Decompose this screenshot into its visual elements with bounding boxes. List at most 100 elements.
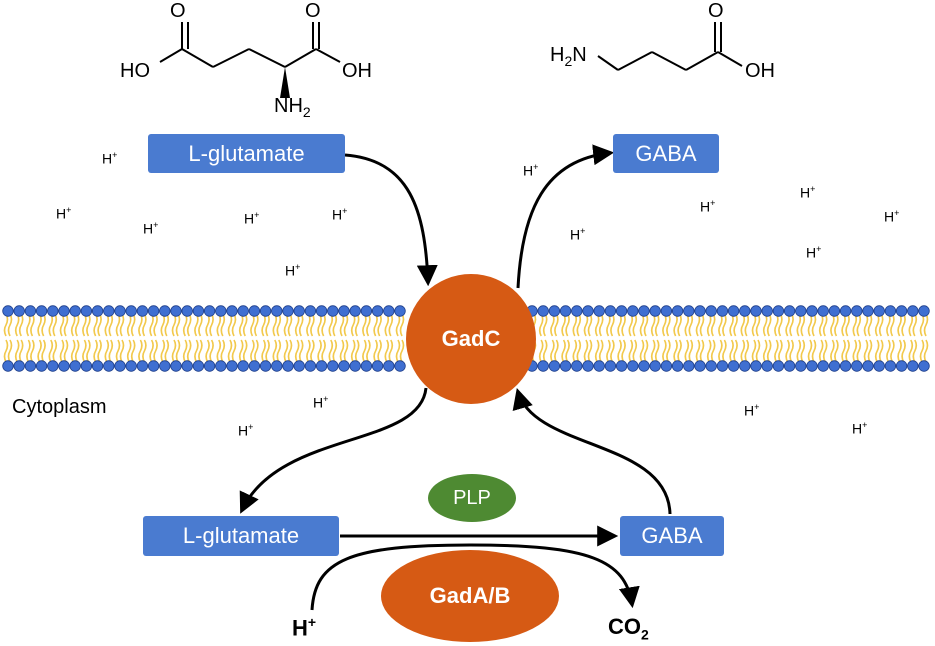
lipid-head	[147, 360, 160, 372]
lipid-head	[851, 360, 863, 372]
lipid-tail	[250, 339, 255, 363]
lipid-head	[638, 305, 650, 317]
lipid-tail	[227, 313, 233, 337]
lipid-tail	[231, 313, 237, 337]
lipid-tail	[706, 313, 712, 337]
lipid-tail	[822, 313, 828, 337]
lipid-tail	[654, 313, 660, 337]
lipid-tail	[643, 339, 649, 363]
lipid-head	[394, 360, 406, 372]
lipid-head	[571, 360, 583, 372]
lipid-tail	[565, 313, 570, 337]
lipid-tail	[59, 313, 65, 337]
lipid-head	[795, 360, 807, 372]
lipid-tail	[912, 339, 918, 363]
lipid-tail	[41, 339, 46, 363]
lipid-tail	[729, 313, 734, 337]
lipid-head	[806, 305, 818, 317]
gaba-oxygen: O	[708, 0, 724, 22]
lipid-tail	[789, 339, 794, 363]
lipid-head	[383, 360, 395, 372]
lipid-tail	[594, 313, 600, 337]
lipid-tail	[554, 339, 559, 363]
lipid-tail	[126, 339, 132, 363]
lipid-tail	[594, 339, 600, 363]
lipid-head	[360, 360, 373, 372]
lipid-head	[582, 360, 594, 372]
lipid-tail	[778, 313, 783, 337]
lipid-head	[918, 360, 930, 372]
proton-label: H+	[143, 220, 159, 237]
lipid-tail	[310, 313, 315, 337]
proton-label: H+	[56, 205, 72, 222]
lipid-tail	[194, 339, 199, 363]
lipid-tail	[238, 313, 244, 337]
lipid-tail	[621, 313, 626, 337]
lipid-tail	[317, 339, 322, 363]
lipid-tail	[666, 339, 671, 363]
lipid-tail	[306, 313, 311, 337]
lipid-head	[147, 305, 160, 317]
arrow-glutamate-into-gadc	[344, 153, 438, 287]
lipid-head	[371, 305, 384, 317]
lipid-head	[80, 305, 93, 317]
lipid-tail	[834, 313, 839, 337]
lipid-head	[282, 360, 294, 372]
proton-label: H+	[884, 208, 900, 225]
lipid-tail	[878, 313, 884, 337]
lipid-tail	[171, 339, 177, 363]
lipid-tail	[130, 339, 136, 363]
lipid-tail	[610, 339, 615, 363]
lipid-head	[716, 305, 729, 317]
lipid-tail	[628, 339, 634, 363]
lipid-tail	[583, 339, 589, 363]
lipid-tail	[550, 313, 555, 337]
lipid-tail	[254, 313, 259, 337]
lipid-tail	[317, 313, 322, 337]
cell-membrane	[2, 305, 930, 372]
lipid-tail	[153, 313, 158, 337]
lipid-head	[705, 360, 717, 372]
lipid-tail	[818, 339, 824, 363]
lipid-tail	[722, 313, 727, 337]
lipid-tail	[242, 313, 248, 337]
lipid-head	[582, 305, 594, 317]
lipid-tail	[373, 339, 378, 363]
lipid-head	[683, 360, 695, 372]
lipid-tail	[18, 313, 24, 337]
lipid-head	[772, 360, 785, 372]
lipid-tail	[7, 339, 13, 363]
lipid-tail	[587, 313, 593, 337]
lipid-tail	[138, 313, 143, 337]
lipid-head	[237, 305, 249, 317]
lipid-tail	[3, 339, 9, 363]
lipid-tail	[37, 339, 42, 363]
lipid-tail	[182, 339, 188, 363]
lipid-tail	[632, 313, 638, 337]
glutamate-structure	[159, 22, 341, 68]
lipid-tail	[74, 313, 80, 337]
lipid-head	[91, 305, 104, 317]
lipid-tail	[789, 313, 794, 337]
arrow-gadc-to-gaba-out	[516, 144, 615, 289]
lipid-tail	[572, 339, 578, 363]
lipid-head	[293, 305, 305, 317]
lipid-head	[851, 305, 863, 317]
lipid-tail	[205, 313, 210, 337]
proton-label: H+	[313, 394, 329, 411]
lipid-tail	[755, 313, 761, 337]
lipid-tail	[48, 339, 54, 363]
lipid-tail	[688, 339, 694, 363]
lipid-tail	[845, 339, 850, 363]
lipid-head	[203, 360, 216, 372]
lipid-tail	[673, 313, 678, 337]
lipid-tail	[699, 313, 705, 337]
lipid-tail	[733, 313, 738, 337]
lipid-tail	[186, 339, 192, 363]
lipid-tail	[41, 313, 46, 337]
lipid-tail	[194, 313, 199, 337]
glutamate-wedge-bond	[280, 67, 290, 98]
lipid-tail	[874, 339, 880, 363]
lipid-head	[884, 360, 897, 372]
lipid-tail	[874, 313, 880, 337]
